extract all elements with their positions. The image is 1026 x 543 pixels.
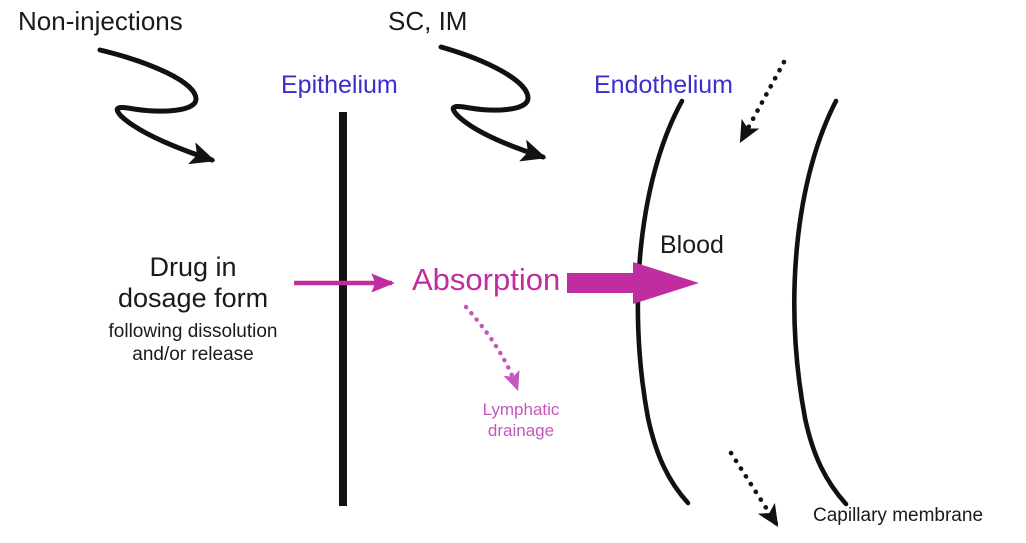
pointer-capillary-membrane-dotted-arrow [728, 450, 780, 528]
squiggle-arrow-sc-im [438, 44, 547, 162]
label-lymphatic-drainage: Lymphatic drainage [482, 400, 560, 441]
pointer-endothelium-dotted-arrow [738, 59, 787, 144]
label-endothelium: Endothelium [594, 71, 733, 99]
capillary-wall-left [635, 98, 691, 506]
label-non-injections: Non-injections [18, 6, 183, 36]
label-absorption: Absorption [412, 262, 561, 297]
label-epithelium: Epithelium [281, 71, 398, 99]
label-sc-im: SC, IM [388, 6, 468, 36]
label-drug-in-dosage-form: Drug in dosage form [118, 252, 269, 313]
label-capillary-membrane: Capillary membrane [813, 505, 984, 526]
capillary-wall-right [792, 98, 849, 507]
thick-absorption-arrow [567, 262, 699, 304]
label-drug-subtitle: following dissolution and/or release [108, 321, 278, 366]
label-blood: Blood [660, 231, 724, 259]
squiggle-arrow-non-injections [97, 47, 216, 165]
lymphatic-dotted-arrow [463, 304, 520, 392]
